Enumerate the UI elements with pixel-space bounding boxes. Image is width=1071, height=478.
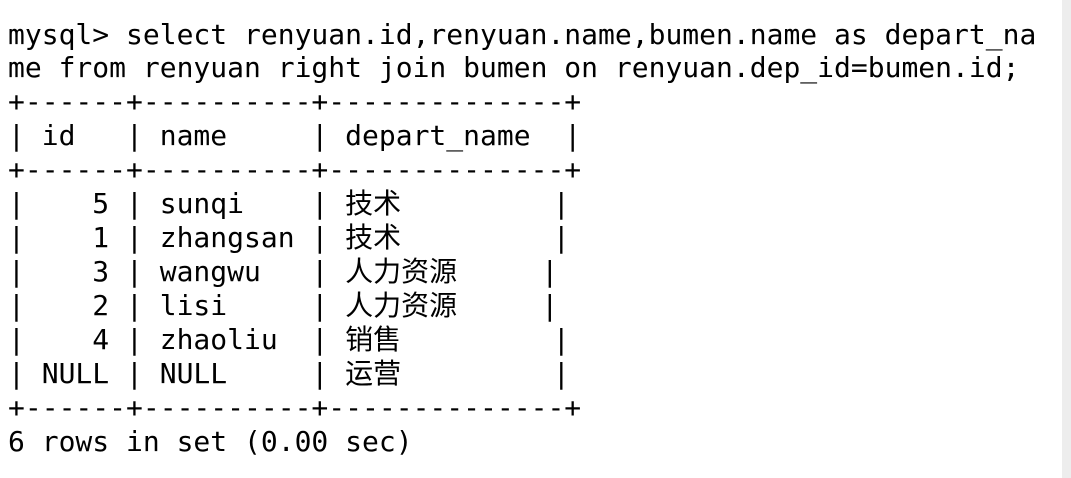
table-row: | 4 | zhaoliu | 销售 | xyxy=(8,323,570,356)
table-row: | 1 | zhangsan | 技术 | xyxy=(8,221,570,254)
table-row: | NULL | NULL | 运营 | xyxy=(8,357,570,390)
window-edge xyxy=(1062,0,1071,478)
result-footer: 6 rows in set (0.00 sec) xyxy=(8,425,413,458)
command-line-1: mysql> select renyuan.id,renyuan.name,bu… xyxy=(8,18,1037,51)
table-row: | 5 | sunqi | 技术 | xyxy=(8,187,570,220)
table-row: | 3 | wangwu | 人力资源 | xyxy=(8,255,559,288)
table-border-header: +------+----------+--------------+ xyxy=(8,153,582,186)
table-row: | 2 | lisi | 人力资源 | xyxy=(8,289,559,322)
table-border-top: +------+----------+--------------+ xyxy=(8,85,582,118)
command-line-2: me from renyuan right join bumen on reny… xyxy=(8,51,1020,84)
table-border-bottom: +------+----------+--------------+ xyxy=(8,391,582,424)
table-header-row: | id | name | depart_name | xyxy=(8,119,582,152)
